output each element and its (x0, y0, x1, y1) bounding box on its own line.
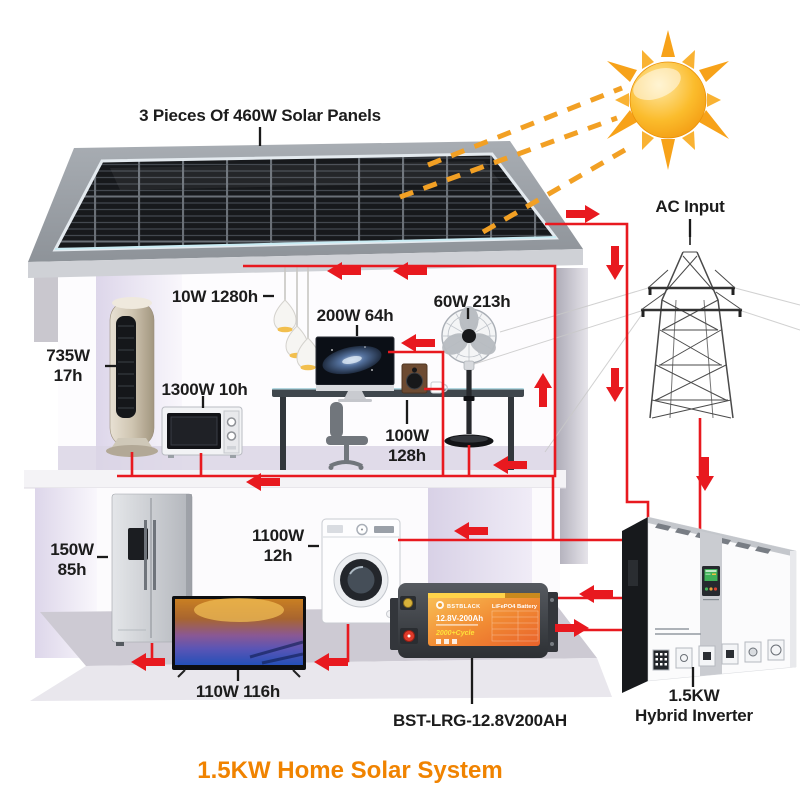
pendant-lights-label: 10W 1280h (171, 287, 258, 306)
power-lines (467, 287, 800, 453)
transmission-tower-icon (640, 230, 743, 419)
ac-input-label: AC Input (655, 197, 725, 216)
tv-label: 110W 116h (195, 682, 281, 701)
battery-type: LiFePO4 Battery (492, 604, 538, 610)
microwave-label: 1300W 10h (161, 380, 248, 399)
pendant-lamps-icon (273, 266, 320, 371)
inverter-power: 1.5KW (668, 686, 720, 705)
solar-panel-icon (52, 152, 559, 252)
wire-desk-drop (388, 350, 445, 476)
wire-panel-to-inverter (545, 222, 650, 518)
label-ticks (97, 127, 695, 704)
battery-cycle-life: 2000+Cycle (435, 630, 474, 637)
office-chair-icon (326, 402, 368, 470)
system-title: 1.5KW Home Solar System (197, 757, 503, 784)
battery-positive-terminal (403, 598, 413, 608)
sun-icon (607, 30, 729, 170)
arrow-down-pv-line (606, 246, 624, 280)
tv-icon (172, 596, 306, 678)
speaker-label: 100W 128h (367, 426, 447, 466)
inverter-ports (652, 639, 785, 671)
tower-ac-label: 735W 17h (30, 346, 106, 386)
speaker-hours: 128h (388, 446, 426, 466)
arrow-right-panel-out (566, 205, 600, 223)
washer-power: 1100W (252, 526, 304, 545)
battery-brand: BSTBLACK (447, 604, 480, 610)
fridge-power: 150W (50, 540, 94, 559)
arrow-down-pv-line-2 (606, 368, 624, 402)
microwave-icon (161, 406, 243, 458)
arrow-left-battery-charge (579, 585, 613, 603)
tower-ac-icon (106, 297, 158, 457)
tower-ac-power: 735W (46, 346, 90, 365)
speaker-icon (401, 363, 428, 394)
monitor-icon (315, 336, 395, 402)
washing-machine-icon (321, 518, 401, 624)
wire-upper-floor-loop (117, 264, 557, 478)
computer-label: 200W 64h (316, 306, 394, 325)
battery-capacity: 12.8V-200Ah (436, 614, 483, 623)
inverter-label: 1.5KW Hybrid Inverter (592, 686, 796, 726)
washer-hours: 12h (263, 546, 293, 566)
battery-icon: BSTBLACK LiFePO4 Battery 12.8V-200Ah 200… (390, 583, 558, 658)
stand-fan-label: 60W 213h (433, 292, 511, 311)
stand-fan-icon (441, 306, 497, 448)
sun-rays (607, 30, 729, 170)
sunlight-dashed-rays (399, 85, 632, 235)
fridge-label: 150W 85h (34, 540, 110, 580)
inverter-type: Hybrid Inverter (635, 706, 753, 726)
battery-model-label: BST-LRG-12.8V200AH (392, 711, 567, 730)
washing-machine-label: 1100W 12h (228, 526, 328, 566)
speaker-power: 100W (385, 426, 429, 445)
fridge-hours: 85h (57, 560, 87, 580)
tower-ac-hours: 17h (53, 366, 83, 386)
solar-panels-label: 3 Pieces Of 460W Solar Panels (139, 106, 381, 125)
inverter-icon (622, 516, 797, 693)
